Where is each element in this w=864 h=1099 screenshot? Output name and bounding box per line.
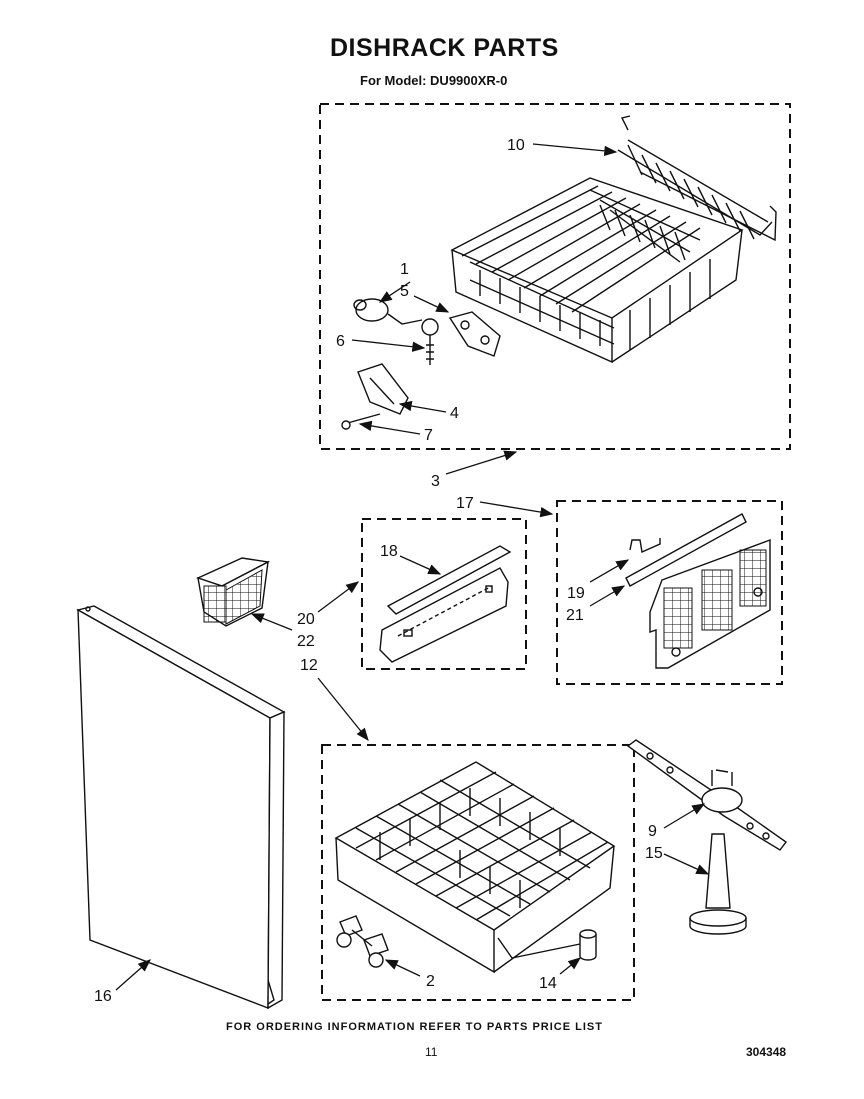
callout-3: 3 (431, 473, 440, 490)
upper-rack-part (450, 177, 744, 364)
stud-part (421, 318, 439, 336)
roller-14-part (497, 929, 597, 961)
callout-1: 1 (400, 261, 409, 278)
callout-12: 12 (300, 657, 318, 674)
lower-basket-box (556, 500, 783, 685)
cup-shelf-part (617, 115, 777, 242)
cover-part (357, 363, 409, 415)
lower-rack-part (334, 761, 616, 974)
callout-10: 10 (507, 137, 525, 154)
rack-adjuster-parts (341, 298, 501, 430)
model-subtitle: For Model: DU9900XR-0 (360, 73, 508, 88)
upper-rack-group-box (319, 103, 791, 450)
screw-part (343, 413, 381, 425)
door-panel-part (76, 605, 286, 1010)
callout-22: 22 (297, 633, 315, 650)
small-basket-part (196, 557, 271, 627)
callout-5: 5 (400, 283, 409, 300)
bracket-part (448, 311, 501, 357)
page-number: 11 (425, 1045, 438, 1059)
callout-6: 6 (336, 333, 345, 350)
silverware-basket-cover-box (361, 518, 527, 670)
callout-14: 14 (539, 975, 557, 992)
callout-16: 16 (94, 988, 112, 1005)
callout-17: 17 (456, 495, 474, 512)
callout-4: 4 (450, 405, 459, 422)
ordering-note: FOR ORDERING INFORMATION REFER TO PARTS … (226, 1021, 603, 1033)
lower-rack-group-box (321, 744, 635, 1001)
callout-21: 21 (566, 607, 584, 624)
roller-part (355, 298, 389, 322)
spray-tower-part (689, 833, 747, 935)
callout-19: 19 (567, 585, 585, 602)
diagram-number: 304348 (746, 1045, 787, 1059)
callout-7: 7 (424, 427, 433, 444)
basket-cover-part (379, 545, 512, 663)
page-title: DISHRACK PARTS (330, 34, 559, 62)
spray-arm-part (626, 739, 787, 851)
callout-20: 20 (297, 611, 315, 628)
callout-9: 9 (648, 823, 657, 840)
callout-15: 15 (645, 845, 663, 862)
lower-basket-part (625, 513, 771, 669)
callout-2: 2 (426, 973, 435, 990)
wheel-assembly-part (336, 915, 389, 968)
callout-18: 18 (380, 543, 398, 560)
